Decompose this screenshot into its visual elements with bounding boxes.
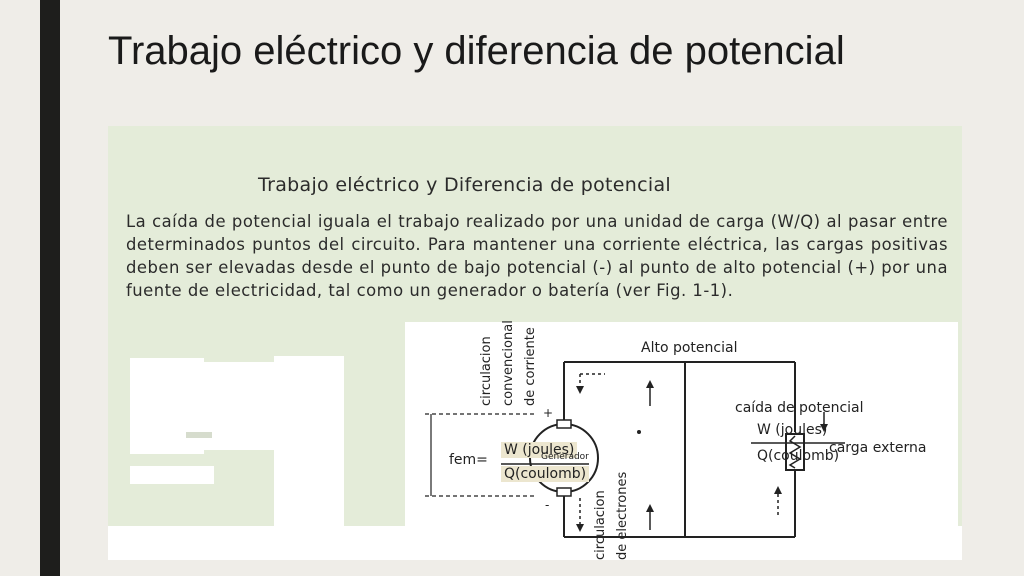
fem-numerator-text: W (joules) (501, 442, 578, 458)
slide-title: Trabajo eléctrico y diferencia de potenc… (108, 29, 845, 73)
side-accent-bar (40, 0, 60, 576)
conventional-current-label-1: circulacion (479, 336, 494, 406)
fem-denominator: Q(coulomb) (501, 466, 590, 482)
left-gray-line (186, 432, 212, 438)
figure-heading: Trabajo eléctrico y Diferencia de potenc… (258, 174, 671, 196)
electron-flow-label-2: de electrones (615, 471, 630, 560)
conventional-current-label-2: convencional (501, 320, 516, 406)
high-potential-label: Alto potencial (641, 340, 738, 356)
external-load-label: carga externa (829, 440, 927, 456)
electron-flow-label-1: circulacion (593, 490, 608, 560)
figure-image: Trabajo eléctrico y Diferencia de potenc… (108, 126, 962, 560)
drop-numerator: W (joules) (757, 422, 828, 438)
potential-drop-label: caída de potencial (735, 400, 864, 416)
generator-label: Generador (541, 452, 589, 462)
fem-label: fem= (449, 452, 488, 468)
left-white-patch-4 (274, 356, 344, 526)
conventional-current-label-3: de corriente (523, 327, 538, 406)
figure-paragraph: La caída de potencial iguala el trabajo … (126, 212, 948, 300)
fem-numerator: W (joules) (501, 442, 578, 458)
left-white-patch-3 (130, 466, 214, 484)
drop-denominator: Q(coulomb) (757, 448, 840, 464)
fem-denominator-text: Q(coulomb) (501, 466, 590, 482)
circuit-diagram: circulacion convencional de corriente ci… (405, 320, 958, 560)
minus-sign: - (545, 498, 550, 512)
left-white-patch-2 (204, 362, 274, 450)
left-white-patch (130, 358, 204, 454)
plus-sign: + (543, 406, 554, 420)
